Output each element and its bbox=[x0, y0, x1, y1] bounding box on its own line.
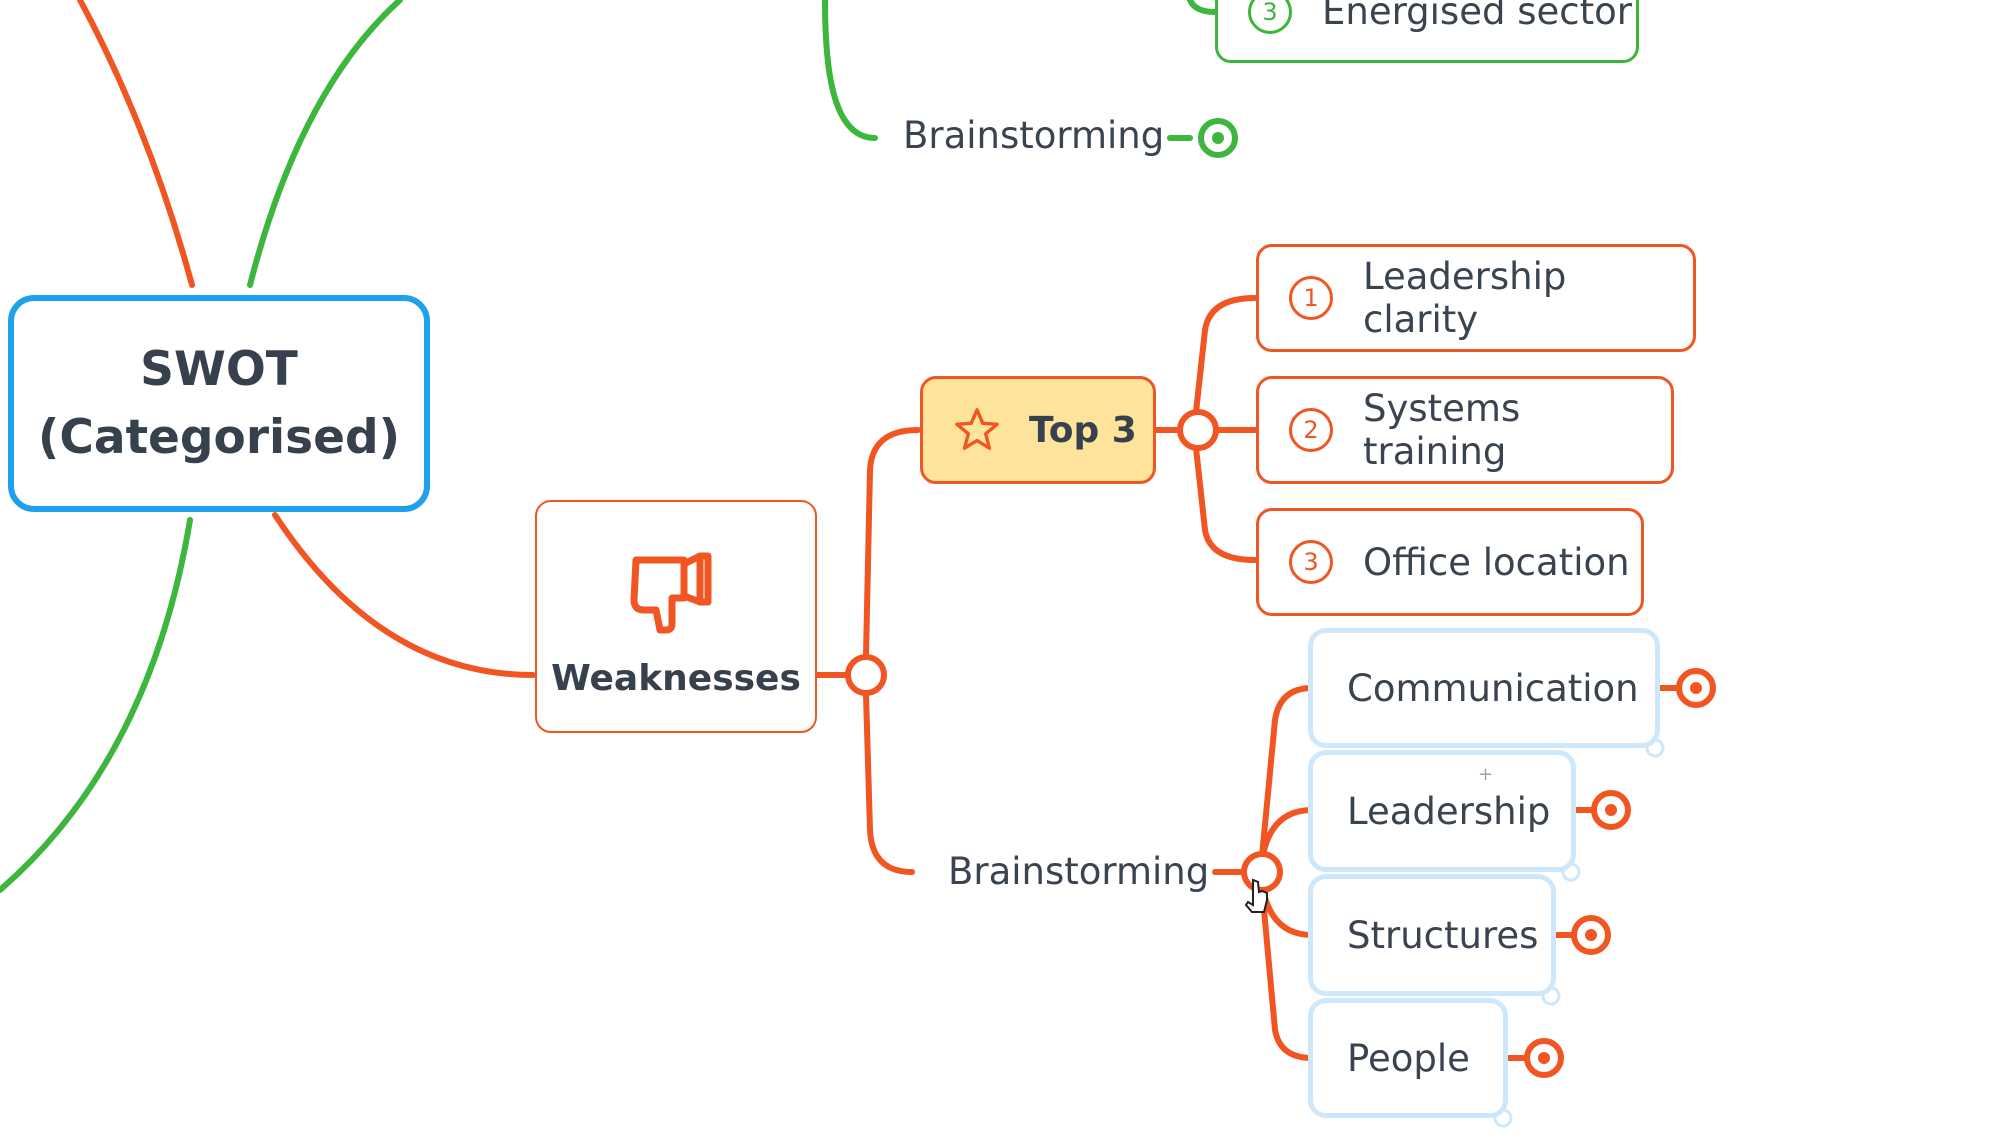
weaknesses-label: Weaknesses bbox=[551, 658, 801, 699]
star-icon bbox=[955, 408, 999, 450]
item-label: Office location bbox=[1363, 540, 1630, 584]
green-brainstorming-collapse-icon[interactable] bbox=[1198, 118, 1238, 158]
green-item-energised-sector[interactable]: 3 Energised sector bbox=[1215, 0, 1639, 63]
weaknesses-node[interactable]: Weaknesses bbox=[535, 500, 817, 733]
brainstorm-item-people[interactable]: People bbox=[1308, 998, 1508, 1118]
item-label: Structures bbox=[1347, 913, 1539, 957]
item-label: Systems training bbox=[1363, 387, 1521, 473]
top3-item-1[interactable]: 1 Leadership clarity bbox=[1256, 244, 1696, 352]
structures-collapse-icon[interactable] bbox=[1571, 915, 1611, 955]
brainstorm-item-structures[interactable]: Structures bbox=[1308, 874, 1556, 996]
central-title-line1: SWOT bbox=[140, 341, 298, 397]
brainstorm-item-leadership[interactable]: Leadership bbox=[1308, 750, 1576, 872]
hand-cursor-icon bbox=[1244, 878, 1268, 913]
thumbs-down-icon bbox=[630, 552, 712, 634]
item-label: Energised sector bbox=[1322, 0, 1632, 33]
people-collapse-icon[interactable] bbox=[1524, 1038, 1564, 1078]
item-label: Leadership clarity bbox=[1363, 255, 1567, 341]
number-badge: 3 bbox=[1289, 540, 1333, 584]
top3-item-2[interactable]: 2 Systems training bbox=[1256, 376, 1674, 484]
brainstorm-item-communication[interactable]: Communication bbox=[1308, 628, 1660, 748]
leadership-collapse-icon[interactable] bbox=[1591, 790, 1631, 830]
number-badge: 2 bbox=[1289, 408, 1333, 452]
item-label: People bbox=[1347, 1036, 1470, 1080]
top3-node[interactable]: Top 3 bbox=[920, 376, 1156, 484]
item-label: Leadership bbox=[1347, 789, 1551, 833]
top3-toggle[interactable] bbox=[1177, 409, 1219, 451]
top3-item-3[interactable]: 3 Office location bbox=[1256, 508, 1644, 616]
item-label: Communication bbox=[1347, 666, 1639, 710]
number-badge: 3 bbox=[1248, 0, 1292, 34]
add-topic-icon[interactable]: + bbox=[1478, 764, 1494, 785]
number-badge: 1 bbox=[1289, 276, 1333, 320]
weaknesses-brainstorming-label[interactable]: Brainstorming bbox=[948, 850, 1210, 893]
weaknesses-toggle[interactable] bbox=[845, 654, 887, 696]
green-brainstorming-label[interactable]: Brainstorming bbox=[903, 114, 1165, 157]
top3-label: Top 3 bbox=[1029, 409, 1137, 451]
central-topic[interactable]: SWOT (Categorised) bbox=[8, 295, 430, 512]
central-title-line2: (Categorised) bbox=[37, 409, 401, 465]
brainstorming-toggle[interactable] bbox=[1241, 851, 1283, 893]
communication-collapse-icon[interactable] bbox=[1676, 668, 1716, 708]
